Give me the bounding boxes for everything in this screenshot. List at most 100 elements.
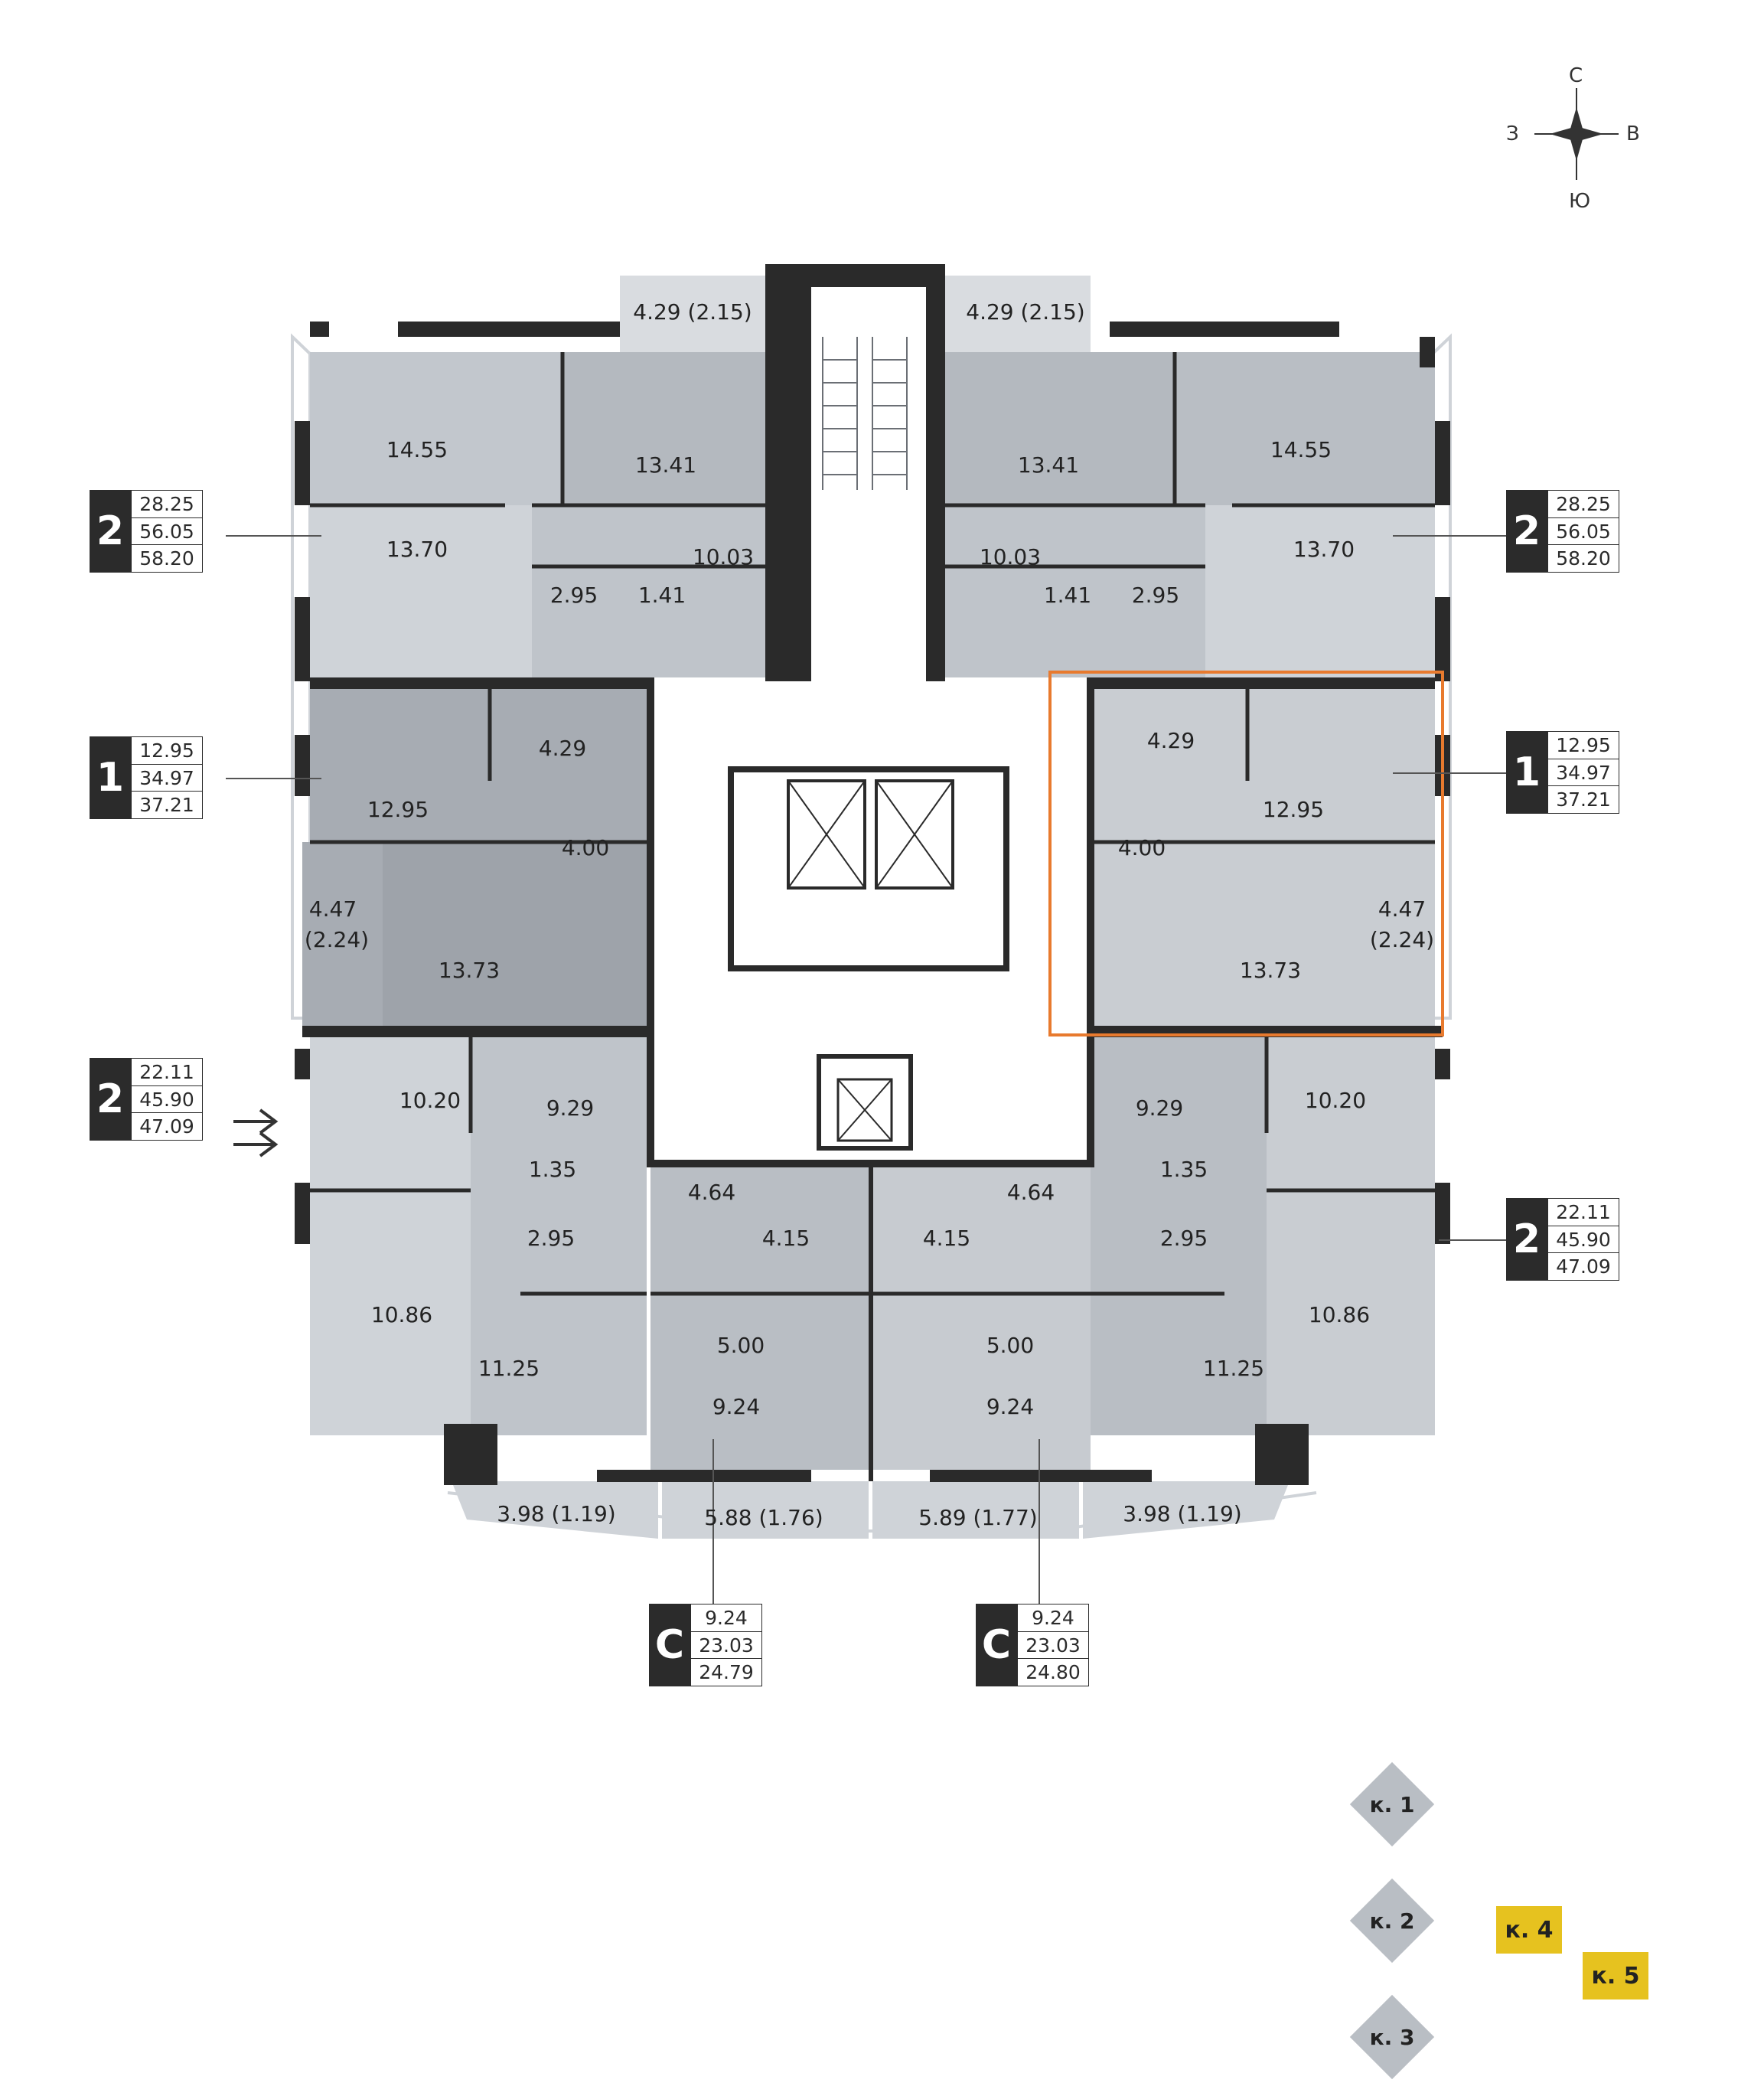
apt-se[interactable] — [1091, 1037, 1435, 1435]
badge-living-area: 12.95 — [132, 737, 202, 765]
badge-total-area: 34.97 — [1548, 759, 1619, 787]
s2-balcony-area: 5.89 (1.77) — [918, 1505, 1037, 1530]
ne-bedroom-area: 13.70 — [1293, 537, 1355, 562]
badge-living-area: 22.11 — [132, 1059, 202, 1086]
e1-hall-area: 4.00 — [1118, 835, 1166, 860]
apt-ne[interactable] — [945, 276, 1435, 677]
ne-room-area: 14.55 — [1270, 437, 1332, 462]
corpus-2-button[interactable]: к. 2 — [1345, 1874, 1439, 1967]
se-room-area: 10.86 — [1309, 1302, 1370, 1327]
apt-sw[interactable] — [310, 1037, 647, 1435]
e1-bath-area: 4.29 — [1147, 728, 1195, 753]
structural-walls — [295, 264, 1450, 1485]
badge-living-area: 9.24 — [691, 1604, 761, 1632]
sw-kitchen-area: 10.20 — [399, 1088, 461, 1113]
compass-south-label: Ю — [1569, 190, 1591, 213]
compass-west-label: З — [1506, 122, 1519, 145]
s1-balcony-area: 5.88 (1.76) — [704, 1505, 823, 1530]
ne-kitchen-area: 13.41 — [1018, 452, 1079, 478]
studio2-hall-area: 4.64 — [1007, 1180, 1055, 1205]
nw-bath-area: 2.95 — [550, 583, 598, 608]
badge-rooms: 1 — [1506, 731, 1547, 814]
badge-total-with-balcony: 37.21 — [139, 794, 194, 817]
nw-balcony-area: 4.29 (2.15) — [633, 299, 752, 325]
badge-rooms: 2 — [1506, 490, 1547, 573]
room-area-labels: 4.29 (2.15) 4.29 (2.15) 14.55 13.41 13.7… — [305, 299, 1434, 1530]
nw-hall-area: 10.03 — [693, 544, 754, 570]
selected-apartment-outline — [1048, 671, 1444, 1036]
e1-bedroom-area: 12.95 — [1263, 797, 1324, 822]
badge-total-with-balcony: 24.79 — [699, 1661, 754, 1684]
badge-total-with-balcony: 58.20 — [139, 547, 194, 570]
badge-rooms: 2 — [90, 1058, 131, 1141]
badge-living-area: 22.11 — [1548, 1199, 1619, 1226]
apt-e1-selected[interactable] — [1091, 685, 1435, 1030]
badge-total-area: 56.05 — [132, 518, 202, 546]
badge-total-with-balcony: 58.20 — [1556, 547, 1611, 570]
corpus-2-label: к. 2 — [1369, 1908, 1415, 1934]
w1-bath-area: 4.29 — [539, 736, 586, 761]
badge-living-area: 9.24 — [1018, 1604, 1088, 1632]
studio1-bath-area: 4.15 — [762, 1226, 810, 1251]
corpus-3-button[interactable]: к. 3 — [1345, 1990, 1439, 2084]
ne-hall-area: 10.03 — [980, 544, 1041, 570]
badge-total-area: 23.03 — [691, 1632, 761, 1660]
studio1-kitchen-area: 5.00 — [717, 1333, 765, 1358]
se-hall-area: 9.29 — [1136, 1095, 1183, 1121]
badge-living-area: 28.25 — [1548, 491, 1619, 518]
corpus-1-button[interactable]: к. 1 — [1345, 1758, 1439, 1851]
apt-nw[interactable] — [310, 276, 765, 677]
apt-w1[interactable] — [302, 685, 647, 1030]
corpus-5-button[interactable]: к. 5 — [1583, 1952, 1648, 1999]
badge-rooms: 2 — [1506, 1198, 1547, 1281]
corpus-4-button[interactable]: к. 4 — [1496, 1906, 1562, 1954]
se-bath-area: 2.95 — [1160, 1226, 1208, 1251]
badge-total-area: 45.90 — [1548, 1226, 1619, 1254]
apt-studio-1[interactable] — [650, 1164, 869, 1470]
sw-bedroom-area: 11.25 — [478, 1356, 540, 1381]
se-kitchen-area: 10.20 — [1305, 1088, 1366, 1113]
nw-room-area: 14.55 — [386, 437, 448, 462]
ne-balcony-area: 4.29 (2.15) — [966, 299, 1084, 325]
se-balcony-area: 3.98 (1.19) — [1123, 1501, 1241, 1526]
sw-bath-area: 2.95 — [527, 1226, 575, 1251]
badge-leader-lines — [226, 535, 1506, 1604]
nw-wc-area: 1.41 — [638, 583, 686, 608]
interior-walls — [310, 352, 1435, 1296]
corpus-1-label: к. 1 — [1369, 1791, 1415, 1817]
studio2-room-area: 9.24 — [986, 1394, 1034, 1419]
badge-total-with-balcony: 47.09 — [139, 1115, 194, 1138]
se-bedroom-area: 11.25 — [1203, 1356, 1264, 1381]
w1-loggia-area: 4.47 — [309, 896, 357, 922]
badge-total-with-balcony: 47.09 — [1556, 1255, 1611, 1278]
nw-kitchen-area: 13.41 — [635, 452, 696, 478]
corpus-3-label: к. 3 — [1369, 2024, 1415, 2050]
badge-total-with-balcony: 24.80 — [1025, 1661, 1081, 1684]
w1-loggia-reduced: (2.24) — [305, 927, 369, 952]
sw-balcony-area: 3.98 (1.19) — [497, 1501, 615, 1526]
e1-loggia-reduced: (2.24) — [1370, 927, 1434, 952]
ne-bath-area: 2.95 — [1132, 583, 1179, 608]
apt-studio-2[interactable] — [872, 1164, 1091, 1470]
compass-rose — [1534, 88, 1619, 180]
compass-east-label: В — [1626, 122, 1640, 145]
entrance-arrows — [233, 1108, 279, 1157]
badge-total-area: 23.03 — [1018, 1632, 1088, 1660]
badge-total-area: 34.97 — [132, 765, 202, 792]
studio2-bath-area: 4.15 — [923, 1226, 970, 1251]
elevator-shafts — [728, 766, 1009, 1151]
badge-total-with-balcony: 37.21 — [1556, 788, 1611, 811]
sw-hall-area: 9.29 — [546, 1095, 594, 1121]
studio2-kitchen-area: 5.00 — [986, 1333, 1034, 1358]
e1-kitchen-area: 13.73 — [1240, 958, 1301, 983]
w1-kitchen-area: 13.73 — [439, 958, 500, 983]
